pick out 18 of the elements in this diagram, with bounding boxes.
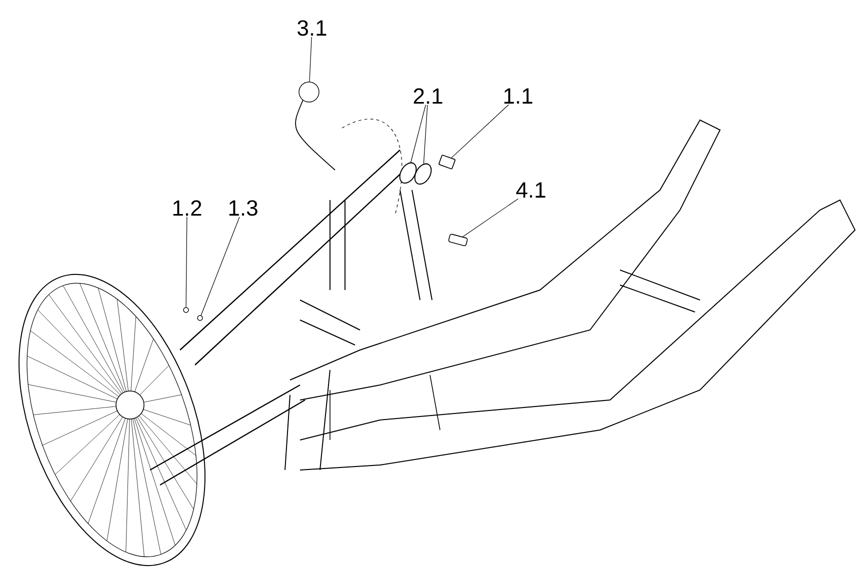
- part-drawing: [399, 162, 417, 184]
- callout-number: 1.2: [173, 200, 202, 216]
- leader-line: [186, 216, 188, 308]
- leader-line: [309, 36, 312, 82]
- part-drawing: [414, 163, 432, 185]
- part-drawing: [448, 234, 468, 246]
- part-circle: [298, 82, 320, 102]
- leader-line: [451, 104, 509, 158]
- callout-number: 2.1: [414, 88, 442, 104]
- callout-number: 1.1: [504, 88, 532, 104]
- callout-number: 4.1: [516, 182, 546, 198]
- leader-line: [462, 198, 518, 238]
- callout-number: 3.1: [298, 20, 326, 36]
- callout-number: 1.3: [229, 200, 258, 216]
- part-drawing: [438, 154, 456, 170]
- leader-line: [200, 216, 240, 316]
- leader-line: [423, 104, 428, 164]
- leader-line: [410, 104, 426, 163]
